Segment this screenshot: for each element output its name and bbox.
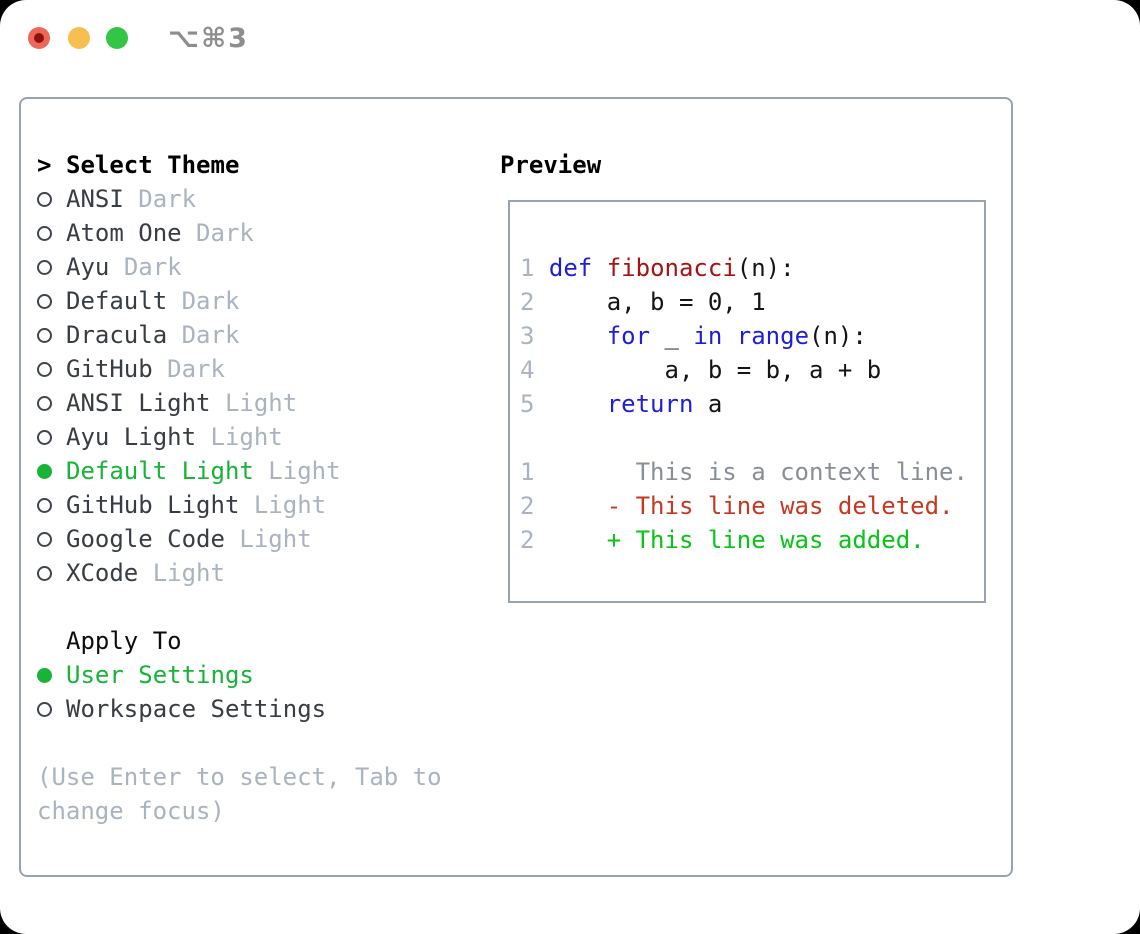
theme-list-item[interactable]: Default Light Light: [37, 454, 477, 488]
theme-variant: Dark: [138, 185, 197, 213]
close-button[interactable]: [28, 27, 50, 49]
code-line: 1 This is a context line.: [520, 458, 968, 486]
radio-icon: [37, 658, 53, 692]
radio-icon: [37, 352, 53, 386]
window-title: ⌥⌘3: [168, 23, 249, 54]
code-line: 2 - This line was deleted.: [520, 492, 954, 520]
theme-list-item[interactable]: Default Dark: [37, 284, 477, 318]
zoom-button[interactable]: [106, 27, 128, 49]
theme-name: XCode: [66, 559, 139, 587]
theme-name: GitHub: [66, 355, 153, 383]
preview-title: Preview: [500, 151, 602, 179]
theme-variant: Dark: [196, 219, 254, 247]
theme-name: Dracula: [66, 321, 168, 349]
theme-variant: Light: [224, 389, 298, 417]
spacer: [37, 590, 477, 624]
theme-list-item[interactable]: Ayu Dark: [37, 250, 477, 284]
apply-to-option[interactable]: Workspace Settings: [37, 692, 477, 726]
theme-list-item[interactable]: GitHub Dark: [37, 352, 477, 386]
theme-variant: Light: [268, 457, 341, 485]
radio-icon: [37, 386, 53, 420]
theme-list-item[interactable]: Dracula Dark: [37, 318, 477, 352]
apply-to-option-label: User Settings: [66, 661, 254, 689]
theme-name: GitHub Light: [66, 491, 240, 519]
theme-variant: Light: [152, 559, 225, 587]
radio-icon: [37, 522, 53, 556]
theme-name: Ayu Light: [66, 423, 197, 451]
theme-name: Google Code: [66, 525, 225, 553]
code-line: 2 a, b = 0, 1: [520, 288, 766, 316]
apply-to-title: Apply To: [66, 627, 182, 655]
spacer: [37, 726, 477, 760]
radio-icon: [37, 488, 53, 522]
minimize-button[interactable]: [68, 27, 90, 49]
caret-icon: >: [37, 151, 52, 179]
titlebar: ⌥⌘3: [0, 0, 1140, 76]
radio-icon: [37, 284, 53, 318]
apply-to-option-label: Workspace Settings: [66, 695, 327, 723]
code-line: 2 + This line was added.: [520, 526, 925, 554]
theme-list-item[interactable]: ANSI Light Light: [37, 386, 477, 420]
theme-variant: Dark: [123, 253, 182, 281]
theme-name: Atom One: [66, 219, 182, 247]
theme-variant: Dark: [181, 321, 240, 349]
theme-list-item[interactable]: GitHub Light Light: [37, 488, 477, 522]
radio-icon: [37, 318, 53, 352]
code-line: 3 for _ in range(n):: [520, 322, 867, 350]
theme-list-item[interactable]: Google Code Light: [37, 522, 477, 556]
theme-name: Ayu: [66, 253, 110, 281]
code-line: 1 def fibonacci(n):: [520, 254, 795, 282]
apply-to-header: Apply To: [37, 624, 477, 658]
radio-icon: [37, 216, 53, 250]
radio-icon: [37, 556, 53, 590]
theme-name: ANSI: [66, 185, 124, 213]
select-theme-title: Select Theme: [66, 151, 240, 179]
theme-name: Default Light: [66, 457, 254, 485]
apply-to-option[interactable]: User Settings: [37, 658, 477, 692]
code-line: 5 return a: [520, 390, 723, 418]
radio-icon: [37, 420, 53, 454]
theme-variant: Dark: [167, 355, 225, 383]
theme-list-column: > Select Theme ANSI Dark Atom One Dark A…: [37, 148, 477, 828]
apply-to-list: User Settings Workspace Settings: [37, 658, 477, 726]
theme-variant: Light: [239, 525, 312, 553]
code-line: [520, 421, 984, 455]
select-theme-header: > Select Theme: [37, 148, 477, 182]
radio-icon: [37, 182, 53, 216]
theme-list-item[interactable]: Ayu Light Light: [37, 420, 477, 454]
theme-list-item[interactable]: ANSI Dark: [37, 182, 477, 216]
theme-list: ANSI Dark Atom One Dark Ayu Dark Default…: [37, 182, 477, 590]
radio-icon: [37, 692, 53, 726]
theme-variant: Light: [210, 423, 283, 451]
preview-pane: 1 def fibonacci(n): 2 a, b = 0, 1 3 for _ …: [508, 200, 986, 603]
theme-list-item[interactable]: XCode Light: [37, 556, 477, 590]
radio-icon: [37, 250, 53, 284]
theme-variant: Dark: [181, 287, 240, 315]
theme-name: ANSI Light: [66, 389, 211, 417]
theme-variant: Light: [253, 491, 327, 519]
theme-list-item[interactable]: Atom One Dark: [37, 216, 477, 250]
code-line: 4 a, b = b, a + b: [520, 356, 882, 384]
hint-text: (Use Enter to select, Tab to change focu…: [37, 763, 442, 825]
theme-name: Default: [66, 287, 168, 315]
radio-icon: [37, 454, 53, 488]
